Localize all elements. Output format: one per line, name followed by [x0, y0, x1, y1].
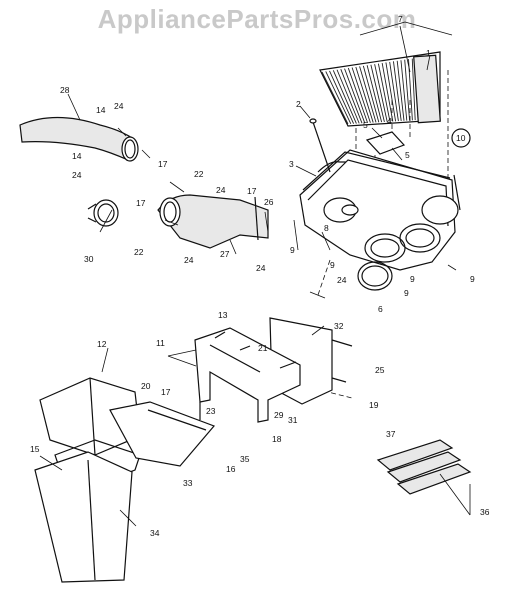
mesh-line — [325, 71, 352, 125]
mesh-line — [340, 69, 363, 124]
callout-37: 37 — [386, 429, 396, 439]
mesh-line — [385, 62, 397, 122]
callout-30: 30 — [84, 254, 94, 264]
callout-9c: 9 — [410, 274, 415, 284]
mesh-line — [400, 60, 408, 121]
watermark: AppliancePartsPros.com — [97, 4, 417, 34]
mesh-line — [411, 58, 416, 121]
callout-4: 4 — [387, 116, 392, 126]
callout-18: 18 — [272, 434, 282, 444]
callout-24c: 24 — [216, 185, 226, 195]
mesh-line — [370, 64, 385, 123]
callout-5a: 5 — [363, 120, 368, 130]
mesh-line — [392, 61, 402, 122]
callout-10: 10 — [456, 133, 466, 143]
callout-31: 31 — [288, 415, 298, 425]
callout-5b: 5 — [405, 150, 410, 160]
part-bracket-4 — [365, 127, 406, 161]
callout-35: 35 — [240, 454, 250, 464]
callout-9b: 9 — [330, 260, 335, 270]
callout-8: 8 — [324, 223, 329, 233]
part-10-circle — [451, 128, 471, 148]
callout-20: 20 — [141, 381, 151, 391]
callout-7: 7 — [398, 14, 403, 24]
mesh-line — [366, 65, 383, 123]
callout-36: 36 — [480, 507, 490, 517]
callout-27: 27 — [220, 249, 230, 259]
callout-24f: 24 — [337, 275, 347, 285]
hardware-bolts — [117, 127, 457, 299]
mesh-line — [351, 67, 371, 123]
part-hopper-tray — [299, 118, 461, 271]
callout-28: 28 — [60, 85, 70, 95]
part-discharge-tube — [19, 116, 139, 162]
callout-25: 25 — [375, 365, 385, 375]
mesh-line — [329, 70, 355, 124]
callout-34: 34 — [150, 528, 160, 538]
callout-11: 11 — [156, 338, 165, 348]
mesh-line — [332, 70, 357, 124]
callout-23: 23 — [206, 406, 216, 416]
callout-21: 21 — [258, 343, 268, 353]
callout-13: 13 — [218, 310, 228, 320]
callout-labels: 1 2 3 4 5 5 6 7 8 9 9 9 9 9 10 11 12 13 … — [30, 14, 490, 538]
mesh-line — [321, 71, 349, 125]
mesh-line — [355, 66, 374, 123]
mesh-line — [377, 63, 391, 122]
callout-22b: 22 — [134, 247, 144, 257]
callout-2: 2 — [296, 99, 301, 109]
callout-33: 33 — [183, 478, 193, 488]
mesh-line — [362, 65, 380, 123]
callout-1: 1 — [426, 48, 431, 58]
callout-29: 29 — [274, 410, 284, 420]
callout-17d: 17 — [161, 387, 171, 397]
part-coupling-30 — [87, 199, 119, 227]
callout-22a: 22 — [194, 169, 204, 179]
mesh-line — [336, 69, 360, 124]
callout-17b: 17 — [136, 198, 146, 208]
part-chute-27 — [157, 194, 269, 249]
callout-14a: 14 — [96, 105, 106, 115]
callout-24a: 24 — [114, 101, 124, 111]
mesh-line — [374, 64, 388, 122]
callout-19: 19 — [369, 400, 379, 410]
callout-24e: 24 — [256, 263, 266, 273]
mesh-line — [404, 59, 411, 121]
mesh-line — [347, 67, 369, 124]
part-frame-bracket — [194, 327, 301, 423]
callout-17c: 17 — [247, 186, 257, 196]
callout-24b: 24 — [72, 170, 82, 180]
callout-9a: 9 — [290, 245, 295, 255]
callout-26: 26 — [264, 197, 274, 207]
callout-3: 3 — [289, 159, 294, 169]
callout-17a: 17 — [158, 159, 168, 169]
mesh-line — [396, 60, 405, 121]
part-ring — [357, 261, 393, 291]
mesh-line — [359, 66, 377, 123]
callout-12: 12 — [97, 339, 107, 349]
callout-24d: 24 — [184, 255, 194, 265]
callout-9e: 9 — [470, 274, 475, 284]
callout-15: 15 — [30, 444, 40, 454]
leader-lines — [39, 21, 471, 527]
part-rail-33 — [109, 401, 216, 467]
callout-9d: 9 — [404, 288, 409, 298]
mesh-line — [344, 68, 366, 124]
mesh-line — [381, 62, 394, 122]
mesh-line — [389, 61, 399, 122]
part-bag-34 — [34, 451, 133, 583]
part-blades — [376, 439, 472, 495]
part-mesh-screen — [319, 51, 441, 127]
callout-16: 16 — [226, 464, 236, 474]
callout-14b: 14 — [72, 151, 82, 161]
callout-32: 32 — [334, 321, 344, 331]
callout-6: 6 — [378, 304, 383, 314]
